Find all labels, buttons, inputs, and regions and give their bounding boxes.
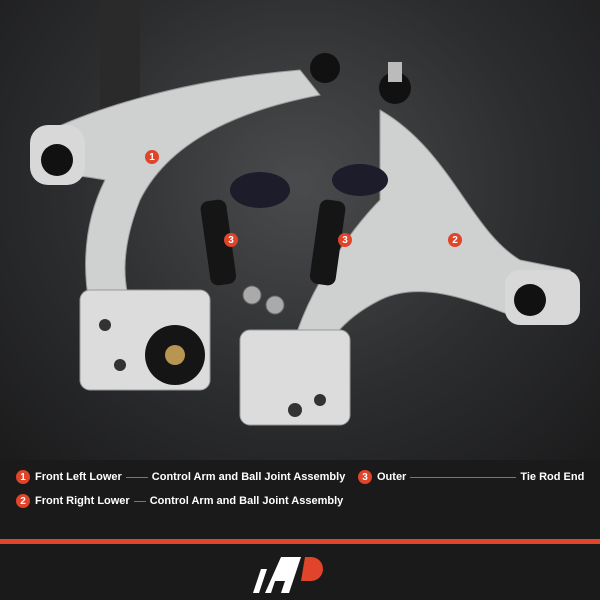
accent-bar	[0, 539, 600, 544]
callout-badge-3-left: 3	[224, 233, 238, 247]
legend-badge: 3	[358, 470, 372, 484]
product-photo: 1 2 3 3	[0, 0, 600, 460]
legend-part: Control Arm and Ball Joint Assembly	[149, 495, 344, 507]
callout-badge-3-right: 3	[338, 233, 352, 247]
callout-badge-1: 1	[145, 150, 159, 164]
product-illustration	[30, 0, 580, 426]
legend-badge: 1	[16, 470, 30, 484]
brand-logo-icon	[253, 557, 323, 593]
tie-rod-ends	[200, 164, 388, 315]
legend-divider	[133, 500, 146, 502]
left-control-arm	[30, 53, 340, 391]
nut-icon	[242, 285, 262, 305]
nut-icon	[265, 295, 285, 315]
legend-part: Tie Rod End	[520, 471, 585, 483]
legend-position: Front Right Lower	[35, 495, 130, 507]
legend-item-1: 1 Front Left Lower Control Arm and Ball …	[16, 470, 345, 484]
legend-item-3: 3 Outer Tie Rod End	[358, 470, 584, 484]
right-control-arm	[239, 62, 580, 426]
legend-divider	[125, 476, 148, 478]
legend-part: Control Arm and Ball Joint Assembly	[151, 471, 346, 483]
legend-position: Front Left Lower	[35, 471, 122, 483]
legend-badge: 2	[16, 494, 30, 508]
legend-item-2: 2 Front Right Lower Control Arm and Ball…	[16, 494, 343, 508]
legend-divider	[410, 476, 517, 478]
legend-position: Outer	[377, 471, 407, 483]
callout-badge-2: 2	[448, 233, 462, 247]
